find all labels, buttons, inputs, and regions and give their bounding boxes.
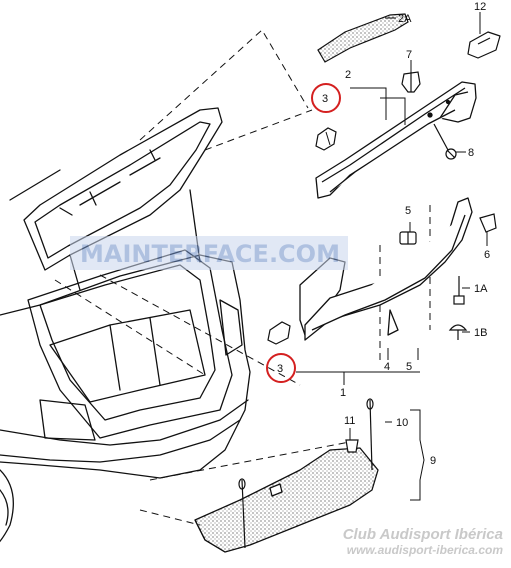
part-labels: 2A 12 7 2 8 5 6 1A 1B 4 5 1 11 10 9 <box>340 1 490 467</box>
label-11: 11 <box>344 415 355 427</box>
part-2-trim-rail <box>315 81 477 199</box>
part-8-screw <box>433 123 457 160</box>
label-5-upper: 5 <box>405 205 411 217</box>
label-1b: 1B <box>474 327 487 339</box>
label-2a: 2A <box>398 13 412 25</box>
label-8: 8 <box>468 147 474 159</box>
car-body-illustration <box>0 107 251 543</box>
callout-bottom: 3 <box>266 353 296 383</box>
part-6-clip <box>479 213 497 233</box>
callout-top: 3 <box>311 83 341 113</box>
leader-lines <box>296 12 488 501</box>
part-11-clip <box>345 439 359 453</box>
part-3-clip-lower <box>267 321 291 345</box>
label-9: 9 <box>430 455 436 467</box>
part-1b-clip <box>448 324 468 340</box>
label-6: 6 <box>484 249 490 261</box>
dashed-leader-lines <box>54 29 431 526</box>
part-7-push-clip <box>401 71 421 93</box>
label-5-lower: 5 <box>406 361 412 373</box>
part-3-clip-upper <box>315 127 337 151</box>
watermark: MAINTERFACE.COM <box>70 236 348 270</box>
label-4: 4 <box>384 361 390 373</box>
part-2a-strip <box>317 13 409 63</box>
part-1-side-trim <box>299 197 473 341</box>
label-1a: 1A <box>474 283 488 295</box>
part-9-parcel-shelf <box>194 447 379 553</box>
footer-title: Club Audisport Ibérica <box>342 526 503 543</box>
callout-bottom-label: 3 <box>277 363 283 375</box>
watermark-text: MAINTERFACE.COM <box>80 240 340 268</box>
footer-url: www.audisport-iberica.com <box>346 543 503 557</box>
label-12: 12 <box>474 1 486 13</box>
label-1: 1 <box>340 387 346 399</box>
part-12-clip <box>467 31 501 59</box>
label-2: 2 <box>345 69 351 81</box>
part-10-strap <box>238 398 374 549</box>
callout-top-label: 3 <box>322 93 328 105</box>
label-10: 10 <box>396 417 408 429</box>
footer-credit: Club Audisport Ibérica www.audisport-ibe… <box>343 526 503 557</box>
label-7: 7 <box>406 49 412 61</box>
part-5-push-clip <box>399 231 417 245</box>
